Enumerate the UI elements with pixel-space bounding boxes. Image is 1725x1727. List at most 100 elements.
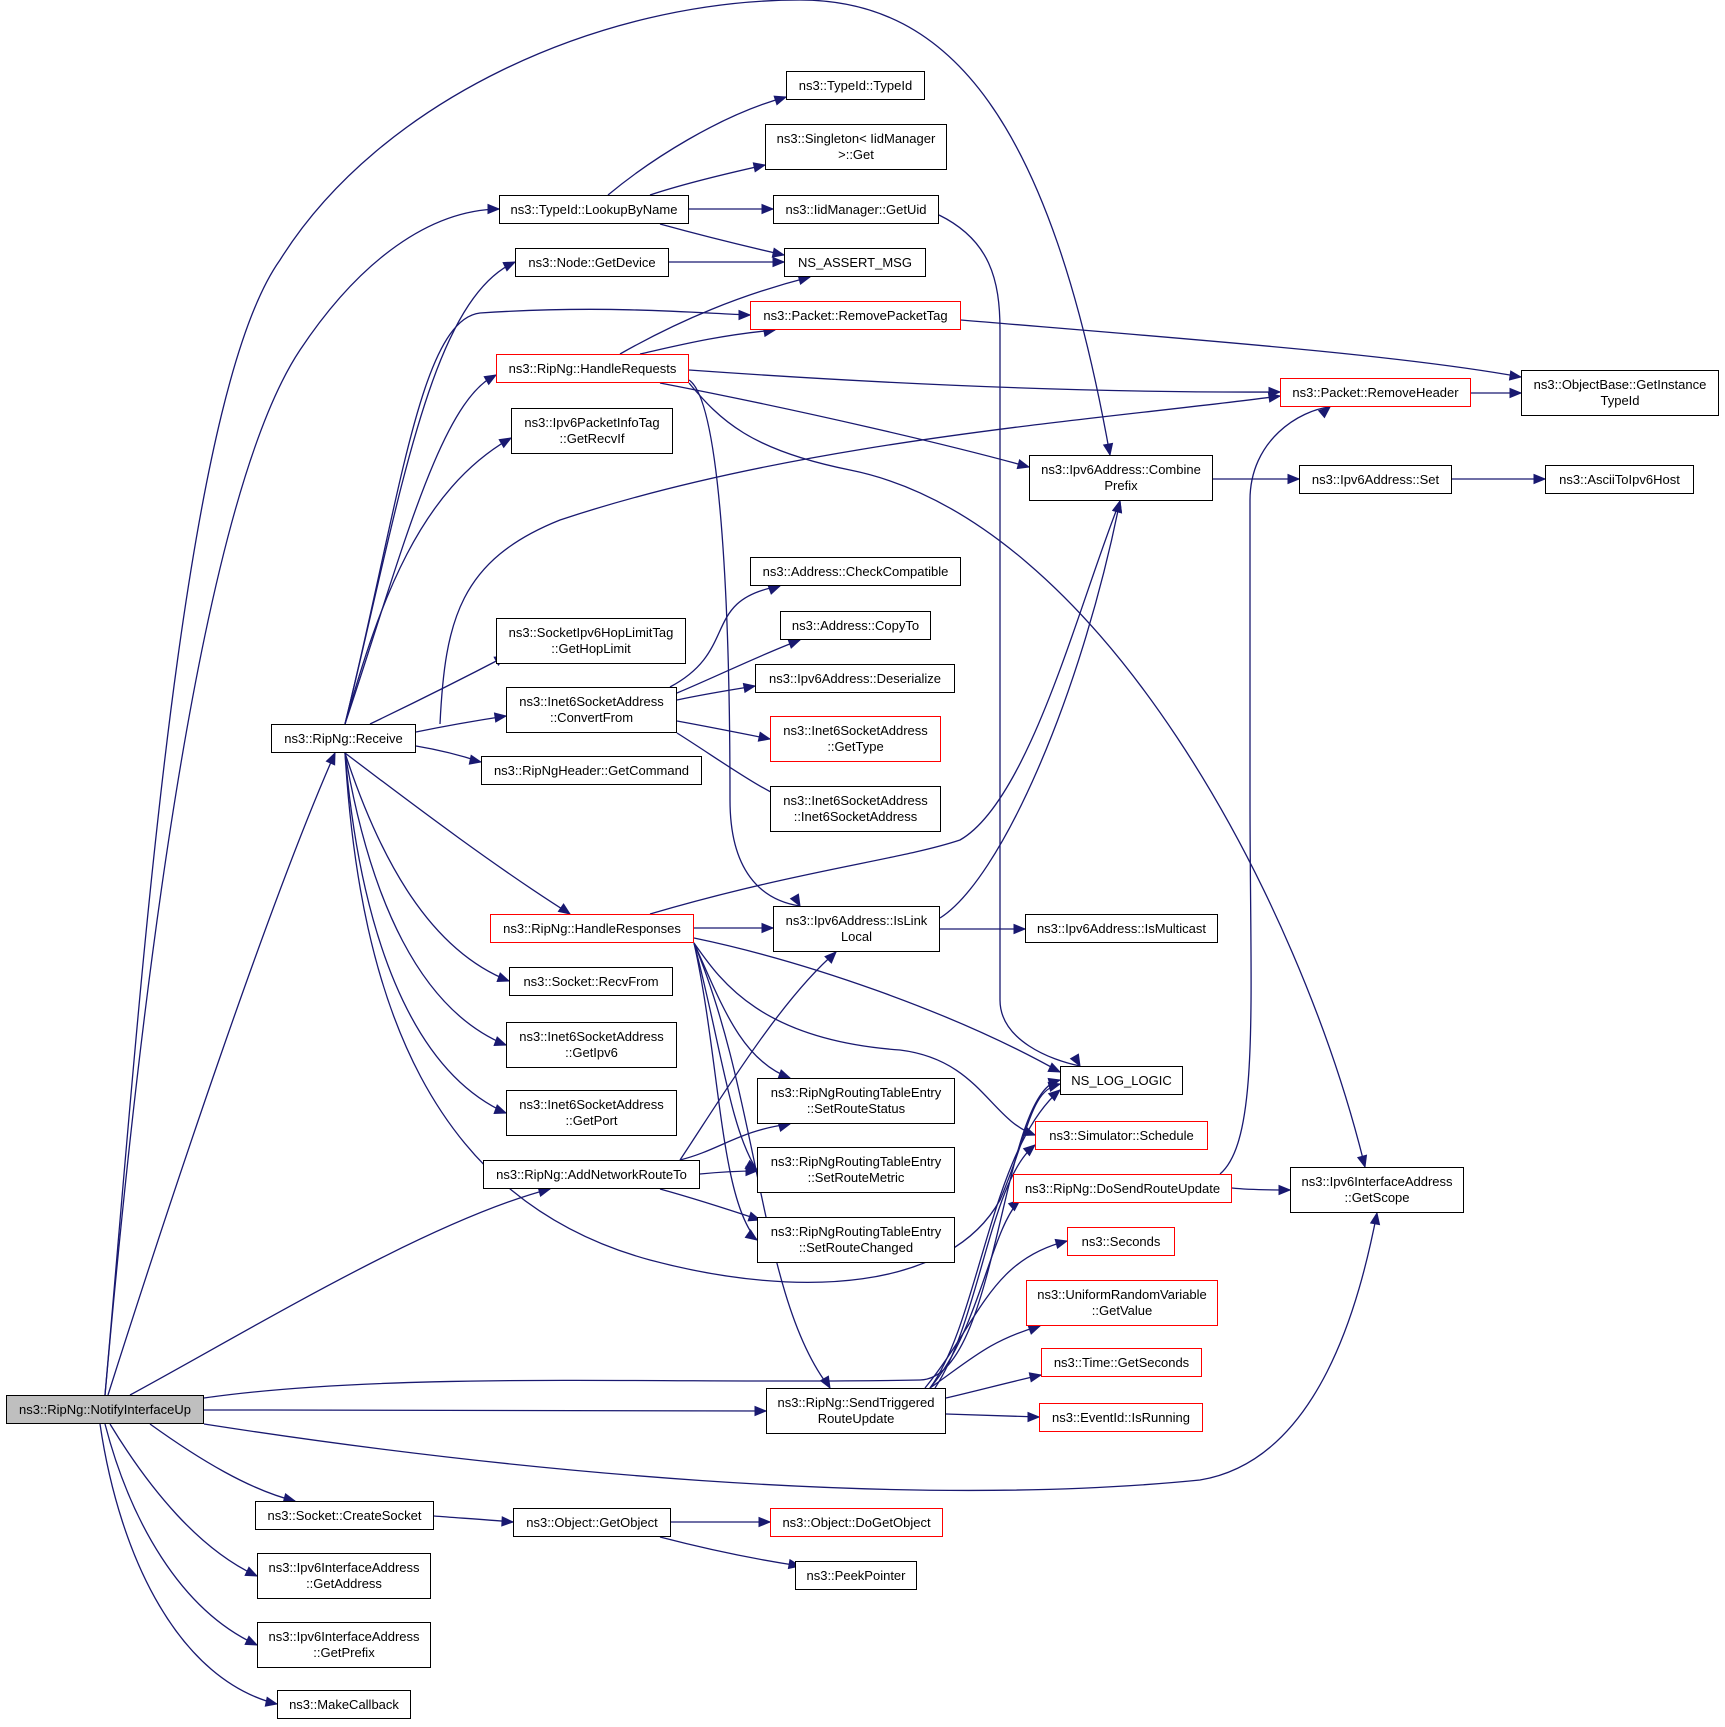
- node-label: ns3::RipNgRoutingTableEntry: [770, 1154, 942, 1169]
- e-handlereq-getscope: [688, 382, 1366, 1168]
- node-label: ns3::PeekPointer: [806, 1567, 906, 1583]
- node-label: ::SetRouteMetric: [807, 1170, 905, 1185]
- node-ipv6interfaceaddress-getprefix[interactable]: ns3::Ipv6InterfaceAddress::GetPrefix: [257, 1622, 431, 1668]
- node-inet6socketaddress-getipv6[interactable]: ns3::Inet6SocketAddress::GetIpv6: [506, 1022, 677, 1068]
- node-ipv6-packet-info-tag-getrecvif[interactable]: ns3::Ipv6PacketInfoTag::GetRecvIf: [511, 408, 673, 454]
- node-label: ::GetPrefix: [313, 1645, 375, 1660]
- node-inet6socketaddress-ctor[interactable]: ns3::Inet6SocketAddress::Inet6SocketAddr…: [770, 786, 941, 832]
- e-notify-getscope-arrowhead: [1369, 1211, 1381, 1226]
- node-label: ns3::Ipv6Address::Deserialize: [769, 670, 941, 686]
- e-lookup-singleton: [649, 164, 766, 196]
- e-handleresp-setchanged-arrowhead: [744, 1229, 759, 1241]
- node-peekpointer[interactable]: ns3::PeekPointer: [795, 1561, 917, 1590]
- node-ascii-to-ipv6-host[interactable]: ns3::AsciiToIpv6Host: [1545, 465, 1694, 494]
- node-typeid-lookup-by-name[interactable]: ns3::TypeId::LookupByName: [499, 195, 689, 224]
- node-label: ns3::RipNg::Receive: [284, 730, 403, 746]
- e-addnet-setmetric-arrowhead: [745, 1165, 759, 1177]
- e-getobject-peek: [659, 1536, 801, 1567]
- node-node-getdevice[interactable]: ns3::Node::GetDevice: [515, 248, 669, 277]
- node-ripng-handle-responses[interactable]: ns3::RipNg::HandleResponses: [490, 914, 694, 943]
- e-notify-nslog: [203, 1079, 1061, 1399]
- node-inet6socketaddress-getport[interactable]: ns3::Inet6SocketAddress::GetPort: [506, 1090, 677, 1136]
- e-receive-convfrom: [415, 715, 507, 733]
- e-sendtrig-isrunning-arrowhead: [1027, 1411, 1041, 1423]
- node-label: ::GetType: [827, 739, 884, 754]
- node-seconds[interactable]: ns3::Seconds: [1067, 1227, 1175, 1256]
- node-singleton-get[interactable]: ns3::Singleton< IidManager>::Get: [765, 124, 947, 170]
- node-label: ns3::Object::DoGetObject: [782, 1514, 931, 1530]
- e-rmheader-getinst-arrowhead: [1509, 387, 1523, 399]
- node-ipv6address-ismulticast[interactable]: ns3::Ipv6Address::IsMulticast: [1025, 914, 1218, 943]
- e-dosend-getscope-arrowhead: [1278, 1184, 1292, 1196]
- node-object-getobject[interactable]: ns3::Object::GetObject: [513, 1508, 671, 1537]
- e-handlereq-combine-arrowhead: [1016, 458, 1031, 470]
- node-label: ns3::EventId::IsRunning: [1051, 1409, 1191, 1425]
- node-ipv6address-set[interactable]: ns3::Ipv6Address::Set: [1299, 465, 1452, 494]
- e-receive-handlereq-arrowhead: [483, 374, 498, 386]
- node-ripngheader-getcommand[interactable]: ns3::RipNgHeader::GetCommand: [481, 756, 702, 785]
- node-iidmanager-getuid[interactable]: ns3::IidManager::GetUid: [773, 195, 939, 224]
- node-ripngroutingtableentry-setroutemetric[interactable]: ns3::RipNgRoutingTableEntry::SetRouteMet…: [757, 1147, 955, 1193]
- node-ripng-receive[interactable]: ns3::RipNg::Receive: [271, 724, 416, 753]
- node-packet-remove-packet-tag[interactable]: ns3::Packet::RemovePacketTag: [750, 301, 961, 330]
- node-label: ns3::Time::GetSeconds: [1053, 1354, 1190, 1370]
- node-address-copyto[interactable]: ns3::Address::CopyTo: [780, 611, 931, 640]
- node-label: ns3::UniformRandomVariable: [1037, 1287, 1207, 1302]
- e-notify-sendtrig-arrowhead: [754, 1405, 768, 1417]
- e-lookup-singleton-arrowhead: [752, 162, 767, 173]
- node-typeid-typeid[interactable]: ns3::TypeId::TypeId: [786, 71, 925, 100]
- node-label: ns3::Inet6SocketAddress: [783, 793, 928, 808]
- node-ns-log-logic[interactable]: NS_LOG_LOGIC: [1060, 1066, 1183, 1095]
- node-ipv6interfaceaddress-getscope[interactable]: ns3::Ipv6InterfaceAddress::GetScope: [1290, 1167, 1464, 1213]
- node-inet6socketaddress-gettype[interactable]: ns3::Inet6SocketAddress::GetType: [770, 716, 941, 762]
- e-notify-getprefix: [104, 1423, 258, 1646]
- node-label: ::GetPort: [565, 1113, 618, 1128]
- node-ns-assert-msg[interactable]: NS_ASSERT_MSG: [784, 248, 926, 277]
- e-addnet-islink: [679, 951, 837, 1161]
- e-convfrom-checkcomp: [669, 585, 781, 688]
- e-receive-getdevice-arrowhead: [502, 261, 517, 272]
- node-time-getseconds[interactable]: ns3::Time::GetSeconds: [1041, 1348, 1202, 1377]
- node-socket-ipv6-hoplimit-tag-gethoplimit[interactable]: ns3::SocketIpv6HopLimitTag::GetHopLimit: [496, 618, 686, 664]
- node-uniformrandomvariable-getvalue[interactable]: ns3::UniformRandomVariable::GetValue: [1026, 1280, 1218, 1326]
- node-socket-createsocket[interactable]: ns3::Socket::CreateSocket: [255, 1501, 434, 1530]
- node-label: ns3::Singleton< IidManager: [776, 131, 936, 146]
- node-label: ::GetRecvIf: [559, 431, 625, 446]
- e-receive-getipv6: [344, 752, 507, 1046]
- e-handlereq-combine: [659, 382, 1030, 468]
- e-convfrom-copyto: [676, 639, 801, 694]
- node-ripngroutingtableentry-setroutechanged[interactable]: ns3::RipNgRoutingTableEntry::SetRouteCha…: [757, 1217, 955, 1263]
- node-ipv6address-deserialize[interactable]: ns3::Ipv6Address::Deserialize: [755, 664, 955, 693]
- node-ripng-dosendrouteupdate[interactable]: ns3::RipNg::DoSendRouteUpdate: [1013, 1174, 1232, 1203]
- node-makecallback[interactable]: ns3::MakeCallback: [277, 1690, 411, 1719]
- node-object-dogetobject[interactable]: ns3::Object::DoGetObject: [770, 1508, 943, 1537]
- node-label: ::GetValue: [1091, 1303, 1153, 1318]
- node-ripng-handle-requests[interactable]: ns3::RipNg::HandleRequests: [496, 354, 689, 383]
- node-eventid-isrunning[interactable]: ns3::EventId::IsRunning: [1039, 1403, 1203, 1432]
- node-label: ns3::Packet::RemoveHeader: [1292, 384, 1459, 400]
- e-receive-rmptag: [344, 308, 751, 725]
- e-notify-getprefix-arrowhead: [244, 1635, 259, 1646]
- node-notify-interface-up[interactable]: ns3::RipNg::NotifyInterfaceUp: [6, 1395, 204, 1424]
- node-label: ns3::Ipv6InterfaceAddress: [268, 1629, 420, 1644]
- node-ripng-addnetworkrouteto[interactable]: ns3::RipNg::AddNetworkRouteTo: [483, 1160, 700, 1189]
- node-label: ns3::MakeCallback: [289, 1696, 399, 1712]
- node-packet-remove-header[interactable]: ns3::Packet::RemoveHeader: [1280, 378, 1471, 407]
- node-label: ns3::Ipv6Address::IsMulticast: [1036, 920, 1207, 936]
- node-label: NS_LOG_LOGIC: [1071, 1072, 1172, 1088]
- node-ipv6interfaceaddress-getaddress[interactable]: ns3::Ipv6InterfaceAddress::GetAddress: [257, 1553, 431, 1599]
- node-ripngroutingtableentry-setroutestatus[interactable]: ns3::RipNgRoutingTableEntry::SetRouteSta…: [757, 1078, 955, 1124]
- e-notify-receive-arrowhead: [325, 751, 336, 766]
- e-receive-rmheader: [439, 395, 1281, 725]
- node-address-checkcompatible[interactable]: ns3::Address::CheckCompatible: [750, 557, 961, 586]
- node-simulator-schedule[interactable]: ns3::Simulator::Schedule: [1035, 1121, 1208, 1150]
- node-inet6socketaddress-convertfrom[interactable]: ns3::Inet6SocketAddress::ConvertFrom: [506, 687, 677, 733]
- node-socket-recvfrom[interactable]: ns3::Socket::RecvFrom: [509, 967, 673, 996]
- e-handlereq-rmheader-arrowhead: [1268, 386, 1282, 398]
- e-receive-getdevice: [344, 261, 516, 725]
- node-label: ::GetScope: [1344, 1190, 1410, 1205]
